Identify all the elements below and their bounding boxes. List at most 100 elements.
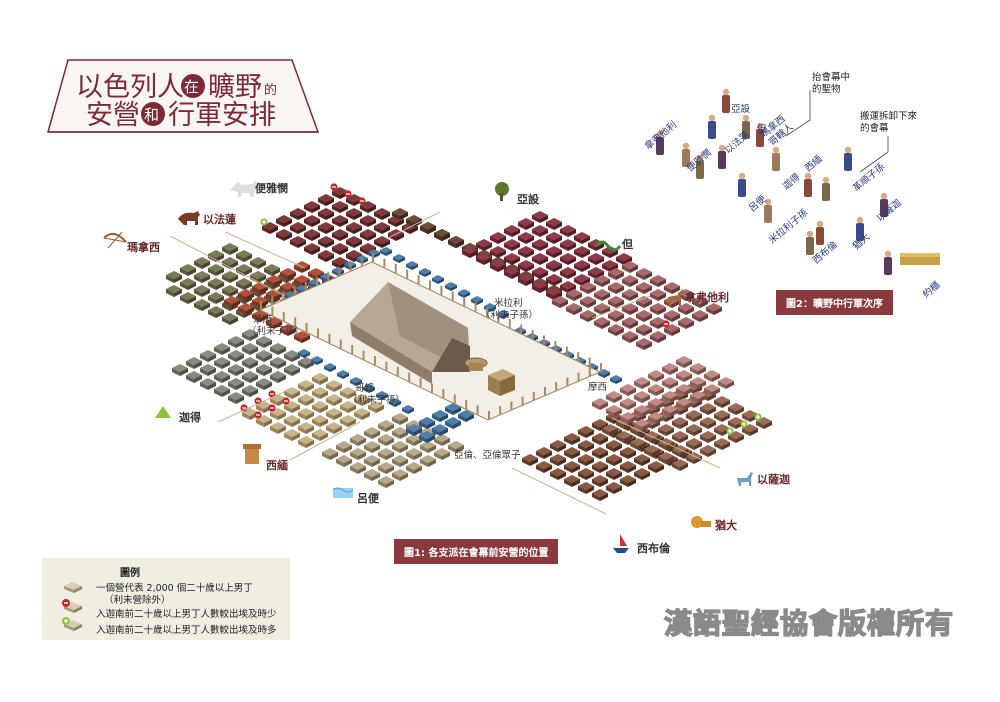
- fence-post: [465, 400, 468, 409]
- decrease-marker: [662, 320, 670, 328]
- wolf-icon: [230, 180, 258, 197]
- camp-tent: [214, 371, 230, 383]
- marching-figure: [856, 216, 864, 241]
- camp-tent: [566, 289, 582, 301]
- marching-order: [656, 88, 892, 275]
- camp-tent: [471, 296, 483, 305]
- camp-tent: [532, 253, 548, 265]
- camp-tent: [634, 454, 650, 466]
- camp-tent: [214, 343, 230, 355]
- camp-tent: [222, 313, 238, 325]
- camp-tent: [728, 403, 744, 415]
- legend-tent-icon: [64, 582, 82, 593]
- fence-post: [520, 324, 523, 334]
- fence-post: [554, 341, 557, 350]
- camp-tent: [238, 303, 254, 315]
- camp-tent: [620, 412, 636, 424]
- camp-tent: [532, 225, 548, 237]
- camp-tent: [594, 275, 610, 287]
- tribe-label-asher: 亞設: [517, 192, 540, 206]
- camp-tent: [718, 377, 734, 389]
- camp-tent: [578, 454, 594, 466]
- camp-tent: [704, 370, 720, 382]
- camp-tent: [378, 448, 394, 460]
- camp-tent: [392, 208, 408, 220]
- fence-post: [476, 405, 479, 415]
- camp-tent: [532, 239, 548, 251]
- march-label-issachar: 以薩迦: [874, 196, 904, 224]
- camp-tent: [560, 253, 576, 265]
- camp-tent: [636, 310, 652, 322]
- camp-tent: [690, 363, 706, 375]
- camp-tent: [350, 434, 366, 446]
- camp-tent: [419, 431, 435, 443]
- march-label-ark: 約櫃: [920, 279, 943, 301]
- camp-tent: [280, 324, 296, 336]
- fence-post: [408, 372, 411, 382]
- camp-tent: [200, 364, 216, 376]
- camp-tent: [672, 459, 688, 471]
- decrease-marker: [330, 183, 338, 191]
- march-label-asher: 亞設: [731, 103, 751, 115]
- camp-tent: [350, 448, 366, 460]
- decrease-marker: [268, 390, 276, 398]
- camp-tent: [194, 285, 210, 297]
- camp-tent: [326, 380, 342, 392]
- sector-lines: [169, 211, 721, 515]
- camp-tent: [620, 398, 636, 410]
- camp-tent: [389, 398, 401, 407]
- camp-tent: [374, 222, 390, 234]
- tabernacle-court: [258, 253, 602, 421]
- camp-tent: [578, 440, 594, 452]
- camp-tent: [620, 461, 636, 473]
- camp-tent: [686, 438, 702, 450]
- camp-tent: [550, 440, 566, 452]
- deer-icon: [668, 289, 684, 306]
- camp-tent: [622, 261, 638, 273]
- march-notes: 抬會幕中 的聖物 搬運拆卸下來 的會幕: [812, 71, 918, 134]
- camp-tent: [208, 278, 224, 290]
- camp-tent: [546, 260, 562, 272]
- camp-tent: [326, 408, 342, 420]
- note-tab-line2: 的會幕: [860, 122, 889, 134]
- camp-tent: [610, 375, 622, 384]
- tribe-label-zebulun: 西布倫: [637, 541, 671, 555]
- camp-tent: [606, 440, 622, 452]
- snake-icon: [594, 240, 622, 252]
- camp-tent: [312, 373, 328, 385]
- camp-tent: [222, 285, 238, 297]
- lion-icon: [691, 516, 711, 528]
- fence-post: [282, 291, 285, 301]
- camp-tent: [648, 384, 664, 396]
- camp-tent: [298, 408, 314, 420]
- camp-tent: [434, 434, 450, 446]
- figure1-caption: 圖1: 各支派在會幕前安營的位置: [394, 539, 559, 564]
- camp-tent: [536, 447, 552, 459]
- camp-tent: [518, 260, 534, 272]
- camp-tent: [700, 417, 716, 429]
- camp-tent: [256, 336, 272, 348]
- camp-tent: [332, 201, 348, 213]
- camp-tent: [676, 398, 692, 410]
- camp-tent: [378, 420, 394, 432]
- camp-tent: [256, 378, 272, 390]
- camp-tent: [242, 329, 258, 341]
- camp-tent: [376, 391, 388, 400]
- camp-tent: [284, 415, 300, 427]
- camp-tent: [458, 289, 470, 298]
- camp-tent: [336, 455, 352, 467]
- camp-tent: [636, 296, 652, 308]
- tribe-label-naphtali: 拿弗他利: [684, 290, 729, 304]
- camp-tent: [690, 377, 706, 389]
- camp-tent: [298, 422, 314, 434]
- camp-tent: [312, 429, 328, 441]
- camp-tent: [622, 303, 638, 315]
- camp-tent: [270, 343, 286, 355]
- tribe-label-reuben: 呂便: [357, 491, 380, 505]
- camp-tent: [504, 239, 520, 251]
- marching-figure: [764, 198, 772, 223]
- camp-tent: [592, 447, 608, 459]
- camp-tent: [326, 394, 342, 406]
